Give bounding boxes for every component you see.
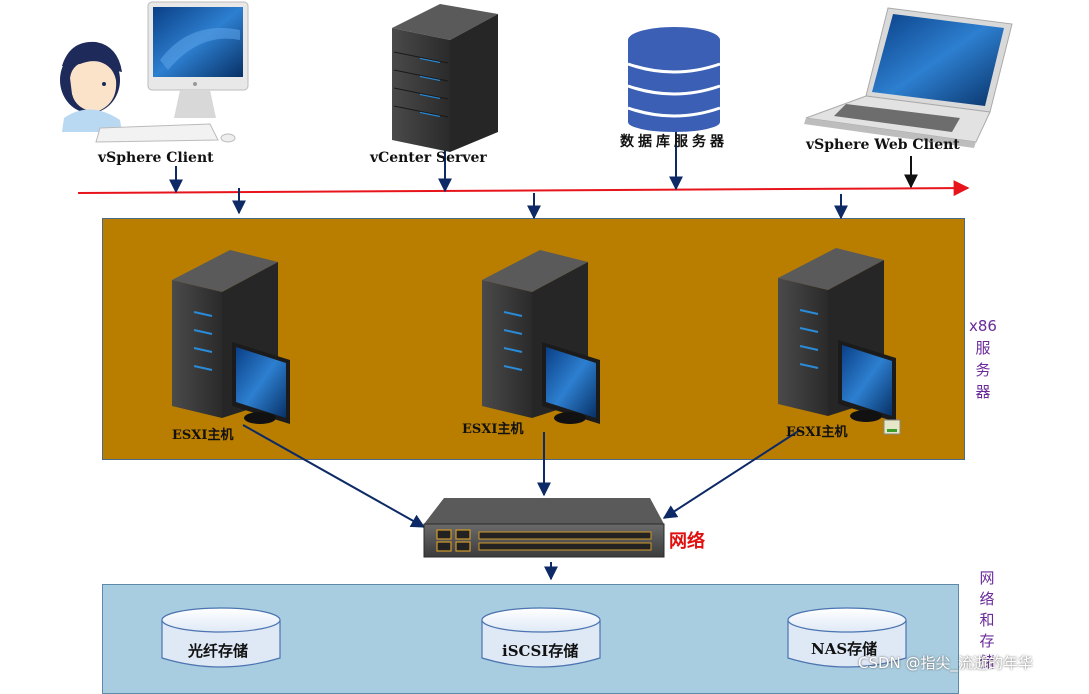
label-esxi-host1: ESXI主机 <box>172 428 234 443</box>
label-nas-storage: NAS存储 <box>811 640 878 658</box>
arrow-host3-switch <box>662 429 801 519</box>
nas-storage-disk <box>787 607 907 668</box>
label-esxi-host2: ESXI主机 <box>462 422 524 437</box>
bus-line <box>77 180 970 197</box>
esxi-host1-icon <box>172 250 290 424</box>
user-icon <box>60 41 122 132</box>
vcenter-server-icon <box>392 4 498 152</box>
iscsi-storage-disk <box>481 607 601 668</box>
esxi-host2-icon <box>482 250 600 424</box>
esxi-host3-icon <box>778 248 901 435</box>
label-esxi-host3: ESXI主机 <box>786 425 848 440</box>
label-network: 网络 <box>669 531 705 552</box>
label-db-server: 数据库服务器 <box>620 134 728 150</box>
label-iscsi-storage: iSCSI存储 <box>502 642 579 660</box>
label-x86-servers: x86 服 务 器 <box>969 317 997 401</box>
laptop-icon <box>804 7 1013 148</box>
network-switch-icon <box>423 498 665 558</box>
label-fiber-storage: 光纤存储 <box>188 642 249 660</box>
label-web-client: vSphere Web Client <box>806 137 960 153</box>
label-vsphere-client: vSphere Client <box>98 150 214 166</box>
label-vcenter-server: vCenter Server <box>370 150 487 166</box>
watermark: CSDN @指尖_流逝的年华 <box>858 654 1034 672</box>
fiber-storage-disk <box>161 607 281 668</box>
database-icon <box>627 27 721 132</box>
arrow-host1-switch <box>242 424 426 528</box>
imac-icon <box>95 1 249 143</box>
label-network-storage: 网 络 和 存 储 <box>979 569 995 671</box>
